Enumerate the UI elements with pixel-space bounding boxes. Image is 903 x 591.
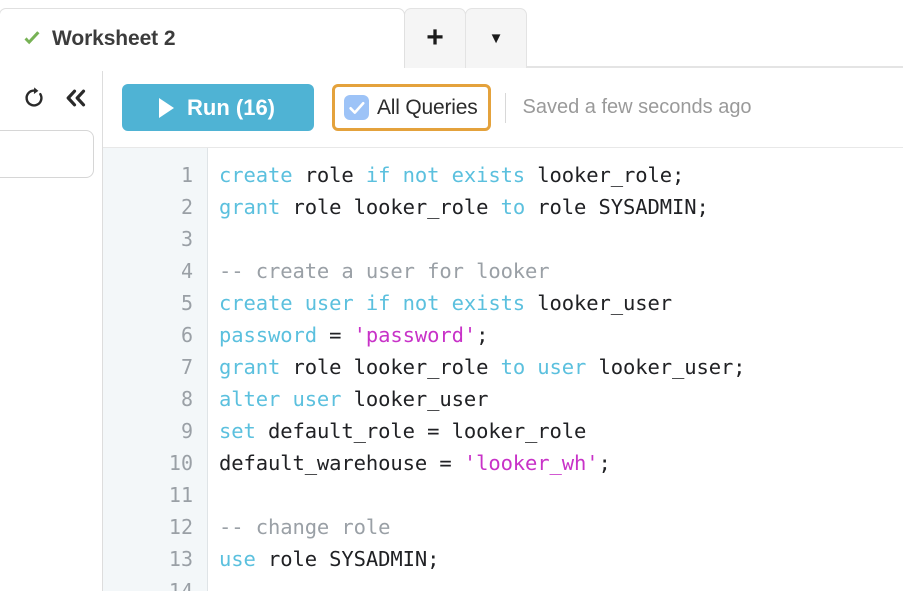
run-button-label: Run (16) <box>187 94 275 120</box>
plus-icon: + <box>426 20 444 54</box>
code-line[interactable]: create user if not exists looker_user <box>219 287 903 319</box>
refresh-icon[interactable] <box>20 84 48 112</box>
code-line[interactable]: alter user looker_user <box>219 383 903 415</box>
play-triangle-icon <box>159 97 174 118</box>
code-token: default_role = looker_role <box>255 419 587 443</box>
code-line[interactable]: default_warehouse = 'looker_wh'; <box>219 447 903 479</box>
code-token: role SYSADMIN; <box>255 547 440 571</box>
editor-toolbar: Run (16) All Queries Saved a few seconds… <box>103 68 903 147</box>
double-chevron-left-icon[interactable] <box>62 84 90 112</box>
line-number: 1 <box>180 163 193 187</box>
code-token: looker_user <box>525 291 672 315</box>
line-number: 5 <box>180 291 193 315</box>
code-token: role SYSADMIN; <box>525 195 709 219</box>
code-token: ; <box>476 323 489 347</box>
code-token: grant <box>219 195 281 219</box>
check-icon <box>348 101 364 114</box>
code-token: ; <box>598 451 611 475</box>
code-token: role <box>292 163 366 187</box>
green-check-icon <box>22 29 42 49</box>
line-number: 2 <box>180 195 193 219</box>
code-line[interactable]: -- create a user for looker <box>219 255 903 287</box>
code-token: looker_user; <box>586 355 746 379</box>
code-token: role looker_role <box>280 355 501 379</box>
line-number: 8 <box>180 387 193 411</box>
toolbar-divider <box>504 92 506 123</box>
code-token: create user if not exists <box>219 291 526 315</box>
worksheet-menu-button[interactable]: ▼ <box>465 8 527 68</box>
sidebar-actions <box>20 84 90 112</box>
code-token: = <box>316 323 354 347</box>
worksheet-editor-pane: Run (16) All Queries Saved a few seconds… <box>102 68 903 591</box>
saved-status-text: Saved a few seconds ago <box>522 96 752 118</box>
line-number: 7 <box>180 355 193 379</box>
code-line[interactable]: -- change role <box>219 511 903 543</box>
new-worksheet-button[interactable]: + <box>404 8 466 68</box>
left-sidebar <box>0 68 102 591</box>
all-queries-label: All Queries <box>377 95 478 119</box>
line-number: 4 <box>180 259 193 283</box>
code-token: if not exists <box>365 163 526 187</box>
tab-worksheet-2[interactable]: Worksheet 2 <box>0 8 405 71</box>
code-line[interactable]: grant role looker_role to role SYSADMIN; <box>219 191 903 223</box>
code-token: looker_user <box>341 387 489 411</box>
all-queries-checkbox[interactable] <box>344 95 369 120</box>
sidebar-search-input[interactable] <box>0 130 94 178</box>
code-token: alter user <box>219 387 342 411</box>
line-number: 14 <box>168 579 193 591</box>
code-token: use <box>219 547 256 571</box>
code-token: set <box>219 419 256 443</box>
code-line[interactable] <box>219 575 903 591</box>
line-number: 10 <box>168 451 193 475</box>
code-token: create <box>219 163 293 187</box>
code-token: role looker_role <box>280 195 501 219</box>
code-token: grant <box>219 355 281 379</box>
code-token: password <box>219 323 317 347</box>
code-token: -- create a user for looker <box>219 259 550 283</box>
code-line[interactable]: create role if not exists looker_role; <box>219 159 903 191</box>
code-line[interactable]: use role SYSADMIN; <box>219 543 903 575</box>
line-number: 9 <box>180 419 193 443</box>
worksheet-tab-bar: Worksheet 2 + ▼ <box>0 0 903 71</box>
code-token: looker_role; <box>525 163 685 187</box>
line-number: 3 <box>180 227 193 251</box>
tabs-row: Worksheet 2 + ▼ <box>0 8 527 71</box>
code-line[interactable]: password = 'password'; <box>219 319 903 351</box>
code-token: to <box>500 195 526 219</box>
line-number: 6 <box>180 323 193 347</box>
code-token: 'password' <box>353 323 477 347</box>
line-number: 11 <box>168 483 193 507</box>
code-token: 'looker_wh' <box>463 451 599 475</box>
tab-label: Worksheet 2 <box>52 26 176 50</box>
code-content[interactable]: create role if not exists looker_role;gr… <box>208 148 903 591</box>
line-number: 12 <box>168 515 193 539</box>
code-line[interactable]: grant role looker_role to user looker_us… <box>219 351 903 383</box>
chevron-down-icon: ▼ <box>488 30 504 47</box>
code-token: to user <box>500 355 587 379</box>
code-token: -- change role <box>219 515 391 539</box>
code-token: default_warehouse = <box>219 451 464 475</box>
line-number: 13 <box>168 547 193 571</box>
all-queries-toggle[interactable]: All Queries <box>332 84 491 131</box>
code-line[interactable] <box>219 223 903 255</box>
run-button[interactable]: Run (16) <box>122 84 314 131</box>
code-line[interactable]: set default_role = looker_role <box>219 415 903 447</box>
code-line[interactable] <box>219 479 903 511</box>
